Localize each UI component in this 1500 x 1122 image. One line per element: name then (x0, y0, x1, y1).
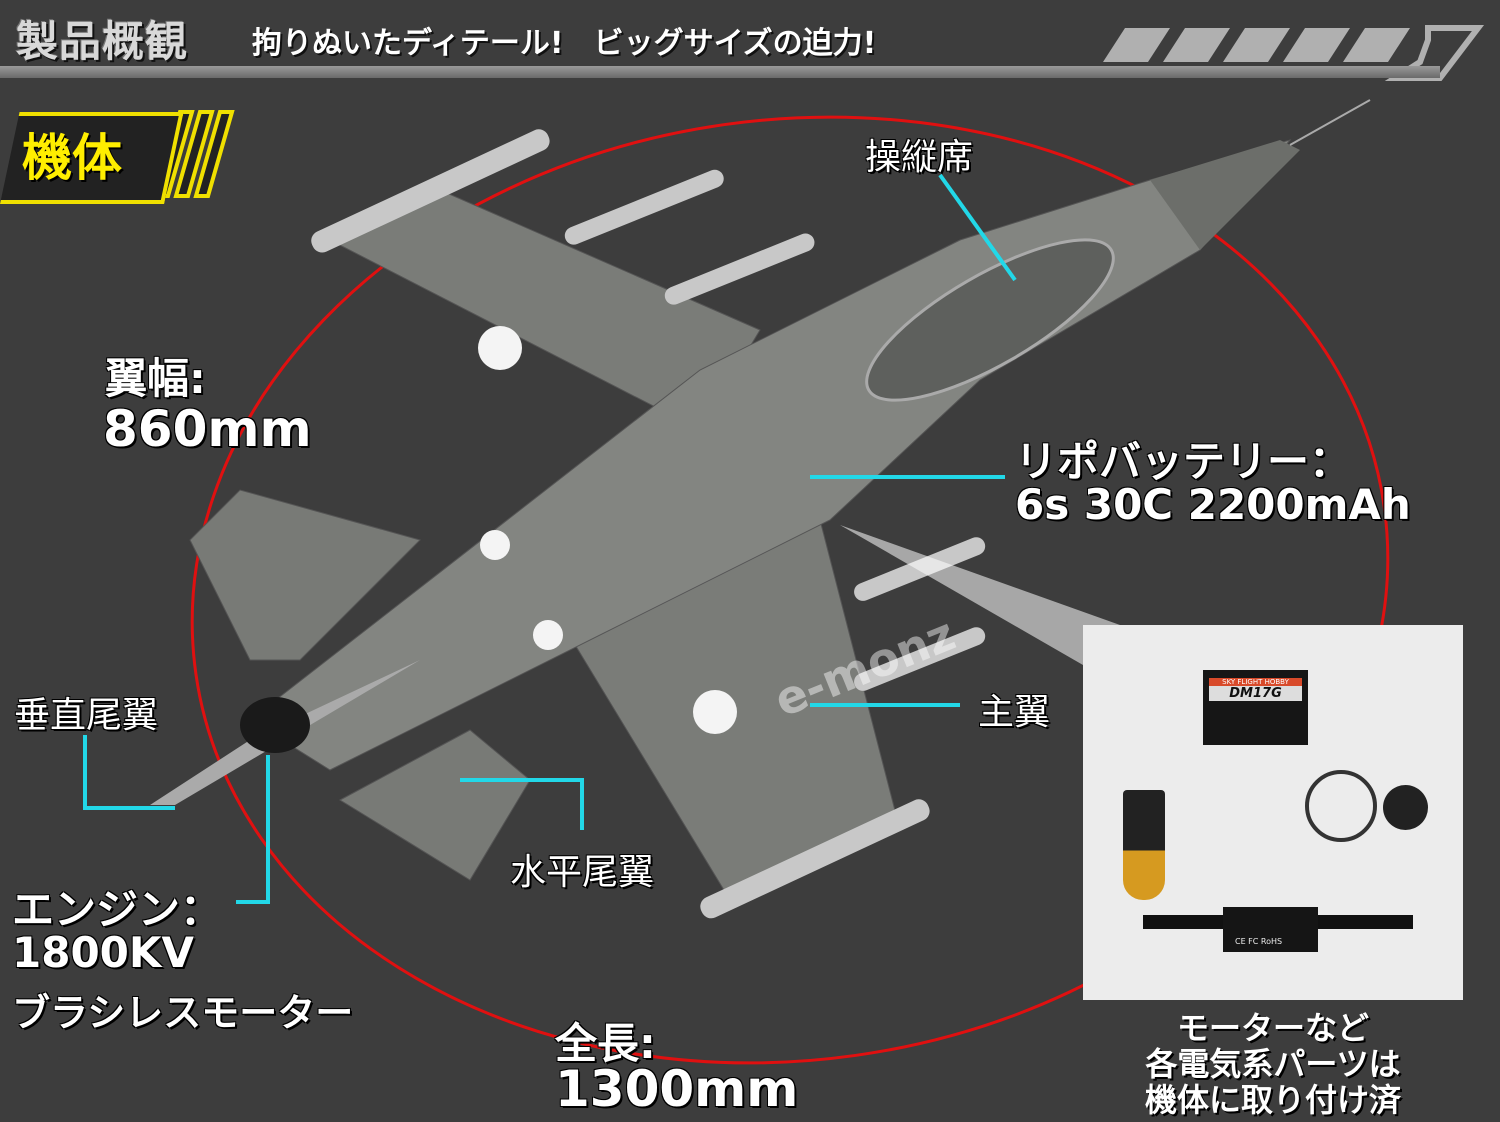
parts-inset: SKY FLIGHT HOBBY DM17G CE FC RoHS (1083, 625, 1463, 1000)
header-band (0, 66, 1440, 78)
servo-model: DM17G (1209, 686, 1302, 701)
section-badge-label: 機体 (22, 129, 122, 187)
length-value: 1300mm (555, 1060, 799, 1118)
page-subtitle: 拘りぬいたディテール! ビッグサイズの迫力! (252, 26, 877, 61)
cockpit-label: 操縦席 (865, 137, 974, 178)
caption-line: 各電気系パーツは (1145, 1045, 1401, 1083)
star-insignia (478, 326, 737, 734)
engine-nozzle (240, 697, 310, 753)
nose (1150, 140, 1300, 250)
horizontal-tail-label: 水平尾翼 (510, 852, 655, 893)
page-title: 製品概観 (16, 17, 189, 66)
missiles (311, 129, 986, 919)
fan-rotor-image (1383, 785, 1428, 830)
wingspan-label: 翼幅: (105, 354, 206, 403)
battery-value: 6s 30C 2200mAh (1015, 480, 1411, 529)
motor-image (1123, 790, 1165, 900)
engine-kv: 1800KV (12, 928, 194, 977)
vertical-tail-label: 垂直尾翼 (14, 695, 159, 736)
caption-line: 機体に取り付け済 (1144, 1081, 1401, 1119)
esc-image: CE FC RoHS (1223, 907, 1318, 952)
main-wing-label: 主翼 (978, 692, 1051, 733)
dimension-circle (190, 115, 1390, 1065)
inset-pointer (840, 525, 1120, 665)
tail-lower (338, 729, 531, 881)
engine-type: ブラシレスモーター (12, 991, 354, 1035)
servo-brand: SKY FLIGHT HOBBY (1209, 678, 1302, 686)
fan-duct-image (1305, 770, 1377, 842)
caption-line: モーターなど (1176, 1009, 1369, 1047)
tail-upper (189, 489, 421, 661)
servo-image: SKY FLIGHT HOBBY DM17G (1203, 670, 1308, 745)
aircraft (150, 99, 1371, 919)
inset-caption: モーターなど 各電気系パーツは 機体に取り付け済 (1100, 1010, 1446, 1118)
length-label: 全長: (555, 1019, 656, 1068)
engine-label: エンジン： (12, 885, 223, 934)
header-stripes (1103, 25, 1485, 81)
battery-label: リポバッテリー： (1015, 437, 1352, 486)
wingspan-value: 860mm (103, 400, 312, 458)
canopy (865, 238, 1115, 402)
esc-marks: CE FC RoHS (1235, 937, 1283, 946)
leader-lines (83, 173, 1017, 904)
